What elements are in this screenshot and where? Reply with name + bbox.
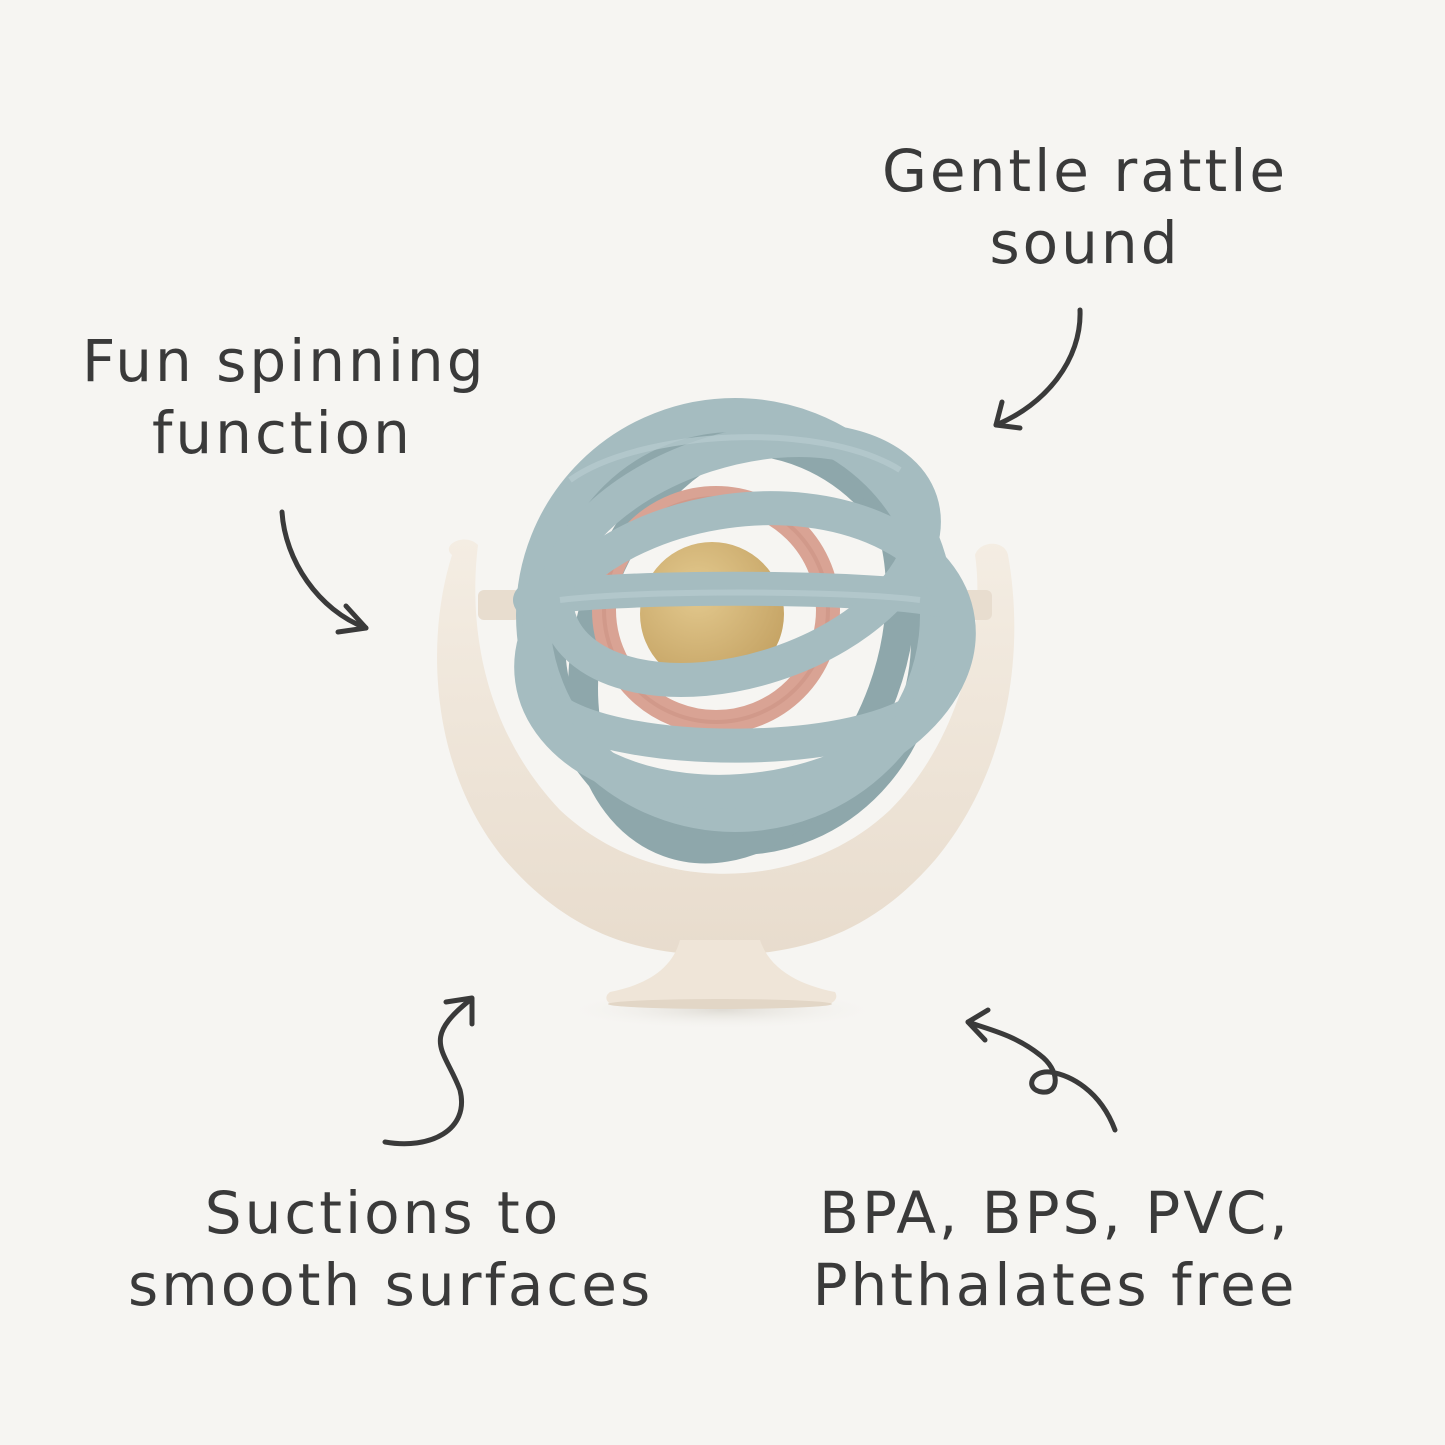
- callout-materials-free: BPA, BPS, PVC, Phthalates free: [790, 1177, 1320, 1321]
- arrow-rattle: [993, 307, 1083, 431]
- callout-spinning-function: Fun spinning function: [82, 325, 487, 469]
- callout-rattle-line2: sound: [989, 209, 1181, 277]
- callout-rattle-line1: Gentle rattle: [881, 137, 1289, 205]
- stand-crescent: [437, 539, 1015, 955]
- arrow-bpa: [965, 1007, 1118, 1133]
- callout-suction-line2: smooth surfaces: [128, 1251, 654, 1319]
- front-rings: [513, 398, 976, 832]
- callout-suction-line1: Suctions to: [204, 1179, 562, 1247]
- callout-rattle-sound: Gentle rattle sound: [870, 135, 1300, 279]
- callout-spinning-line2: function: [152, 399, 413, 467]
- callout-spinning-line1: Fun spinning: [82, 327, 487, 395]
- stand-pivot-left: [478, 590, 520, 620]
- callout-suction: Suctions to smooth surfaces: [128, 1177, 654, 1321]
- suction-cup: [606, 940, 837, 1006]
- arrow-suction: [382, 995, 475, 1147]
- arrow-spinning: [279, 509, 369, 635]
- callout-free-line1: BPA, BPS, PVC,: [819, 1179, 1291, 1247]
- callout-free-line2: Phthalates free: [812, 1251, 1298, 1319]
